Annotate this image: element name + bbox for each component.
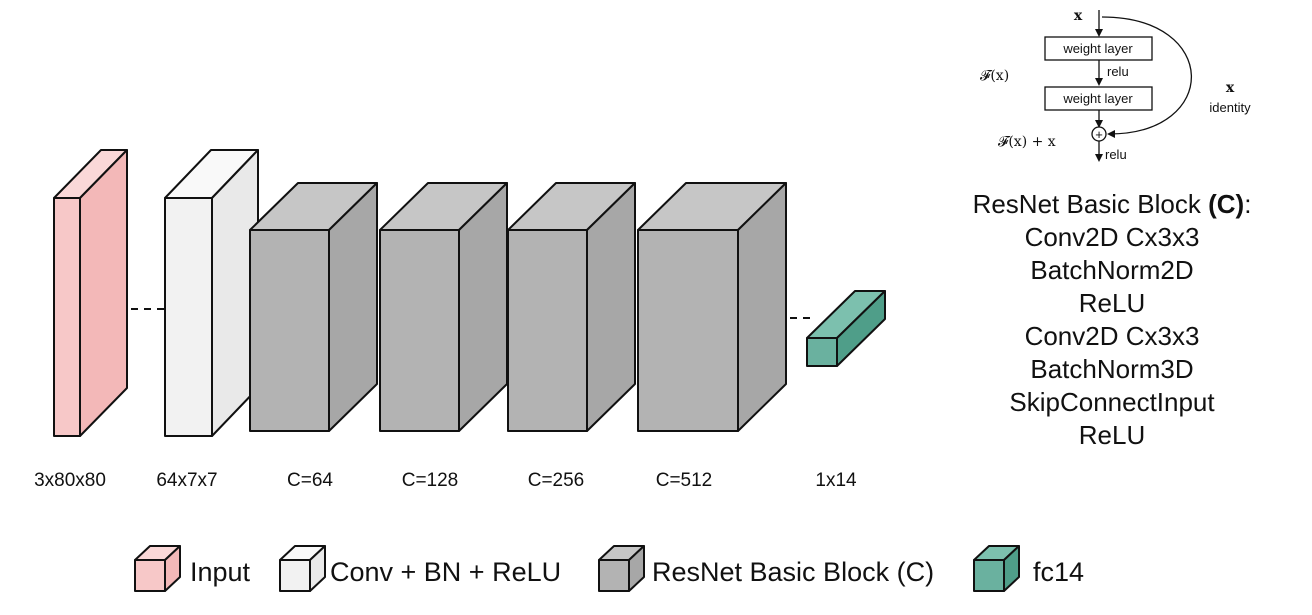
resnet-block-c64 [249,182,378,432]
block-step-skip: SkipConnectInput [1009,387,1215,417]
block-step-relu-1: ReLU [1079,288,1145,318]
input-layer-block [53,149,128,437]
residual-sum-symbol: + [1095,127,1103,142]
legend-conv-cube-front-face [279,559,311,592]
conv-layer-block-front-face [164,197,213,437]
legend-input-cube [134,545,181,592]
resnet-block-c128 [379,182,508,432]
fc-layer-block-front-face [806,337,838,367]
legend: Input Conv + BN + ReLU ResNet Basic Bloc… [190,557,1084,587]
residual-fx-plus-x-label: 𝓕(x) + x [998,134,1056,150]
input-layer-block-side-face [79,149,128,437]
block-step-batchnorm-1: BatchNorm2D [1030,255,1193,285]
legend-fc-cube-front-face [973,559,1005,592]
residual-fx-label: 𝓕(x) [980,68,1009,84]
residual-x-side-label: x [1226,80,1235,96]
legend-resnet-cube-front-face [598,559,630,592]
block-title-prefix: ResNet Basic Block [973,189,1209,219]
block-step-batchnorm-2: BatchNorm3D [1030,354,1193,384]
layer-labels: 3x80x80 64x7x7 C=64 C=128 C=256 C=512 1x… [34,470,857,491]
block-step-relu-2: ReLU [1079,420,1145,450]
layer-label-fc: 1x14 [815,470,857,491]
identity-skip-arrow [1101,16,1192,138]
block-description: ResNet Basic Block (C): Conv2D Cx3x3 Bat… [973,189,1252,450]
block-step-conv-2: Conv2D Cx3x3 [1025,321,1200,351]
resnet-block-c512 [637,182,787,432]
layer-label-conv: 64x7x7 [156,470,217,491]
block-description-title: ResNet Basic Block (C): [973,189,1252,219]
layer-label-resnet-256: C=256 [528,470,585,491]
resnet-block-c256-front-face [507,229,588,432]
layer-label-resnet-64: C=64 [287,470,333,491]
layer-label-resnet-128: C=128 [402,470,459,491]
conv-layer-block [164,149,259,437]
residual-identity-label: identity [1209,100,1251,115]
legend-fc-cube [973,545,1020,592]
block-title-bold: (C) [1208,189,1244,219]
resnet-block-c64-front-face [249,229,330,432]
block-step-conv-1: Conv2D Cx3x3 [1025,222,1200,252]
legend-resnet-cube [598,545,645,592]
residual-x-label: x [1074,8,1083,24]
legend-cubes [134,545,1020,592]
weight-layer-1-label: weight layer [1062,41,1133,56]
legend-label-conv: Conv + BN + ReLU [330,557,561,587]
resnet-block-c512-front-face [637,229,739,432]
legend-label-input: Input [190,557,251,587]
layer-label-resnet-512: C=512 [656,470,713,491]
resnet-block-c128-front-face [379,229,460,432]
legend-conv-cube [279,545,326,592]
weight-layer-2-label: weight layer [1062,91,1133,106]
legend-input-cube-front-face [134,559,166,592]
block-title-suffix: : [1244,189,1251,219]
layer-blocks [53,149,886,437]
resnet-block-c256 [507,182,636,432]
residual-relu-out: relu [1105,147,1127,162]
legend-label-resnet: ResNet Basic Block (C) [652,557,934,587]
residual-relu-mid: relu [1107,64,1129,79]
residual-block-figure: x weight layer relu 𝓕(x) weight layer + … [980,8,1251,162]
layer-label-input: 3x80x80 [34,470,106,491]
fc-layer-block [806,290,886,367]
legend-label-fc: fc14 [1033,557,1084,587]
input-layer-block-front-face [53,197,81,437]
